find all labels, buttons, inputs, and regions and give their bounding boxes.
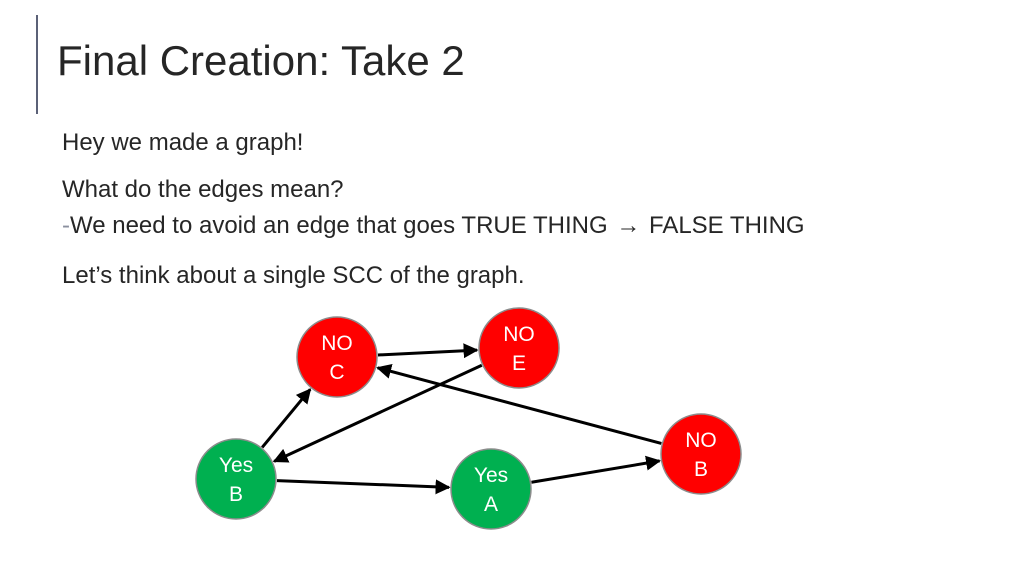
title-accent-bar [36,15,38,114]
sub-bullet-text-end: FALSE THING [642,212,805,239]
node-circle-noC [296,316,378,398]
edge-noB-to-noC [376,364,662,445]
node-label-top-noB: NO [685,429,717,452]
node-noB: NO B [660,413,742,495]
edge-noC-to-noE [377,343,479,359]
bullet-made-graph: Hey we made a graph! [62,129,304,156]
node-label-top-yesB: Yes [219,454,253,477]
node-label-top-yesA: Yes [474,464,508,487]
edge-yesB-to-noC [260,388,312,449]
bullet-edges-question: What do the edges mean? [62,176,344,203]
sub-bullet-text-start: We need to avoid an edge that goes TRUE … [70,212,615,239]
node-noC: NO C [296,316,378,398]
node-label-bottom-noC: C [329,361,344,384]
node-noE: NO E [478,307,560,389]
sub-bullet-dash: - [62,212,70,239]
node-circle-noE [478,307,560,389]
node-label-bottom-noE: E [512,352,526,375]
node-circle-noB [660,413,742,495]
bullet-single-scc: Let’s think about a single SCC of the gr… [62,262,525,289]
node-circle-yesA [450,448,532,530]
node-label-bottom-yesA: A [484,493,498,516]
node-label-top-noE: NO [503,323,535,346]
edge-yesB-to-yesA [276,479,451,495]
edges-layer [260,343,662,495]
edge-yesA-to-noB [531,455,662,484]
node-label-top-noC: NO [321,332,353,355]
right-arrow-icon: → [616,212,641,239]
node-label-bottom-yesB: B [229,483,243,506]
node-label-bottom-noB: B [694,458,708,481]
slide-title: Final Creation: Take 2 [57,37,465,84]
node-circle-yesB [195,438,277,520]
edge-noE-to-yesB [272,363,483,463]
sub-bullet-avoid-edge: -We need to avoid an edge that goes TRUE… [62,211,805,241]
